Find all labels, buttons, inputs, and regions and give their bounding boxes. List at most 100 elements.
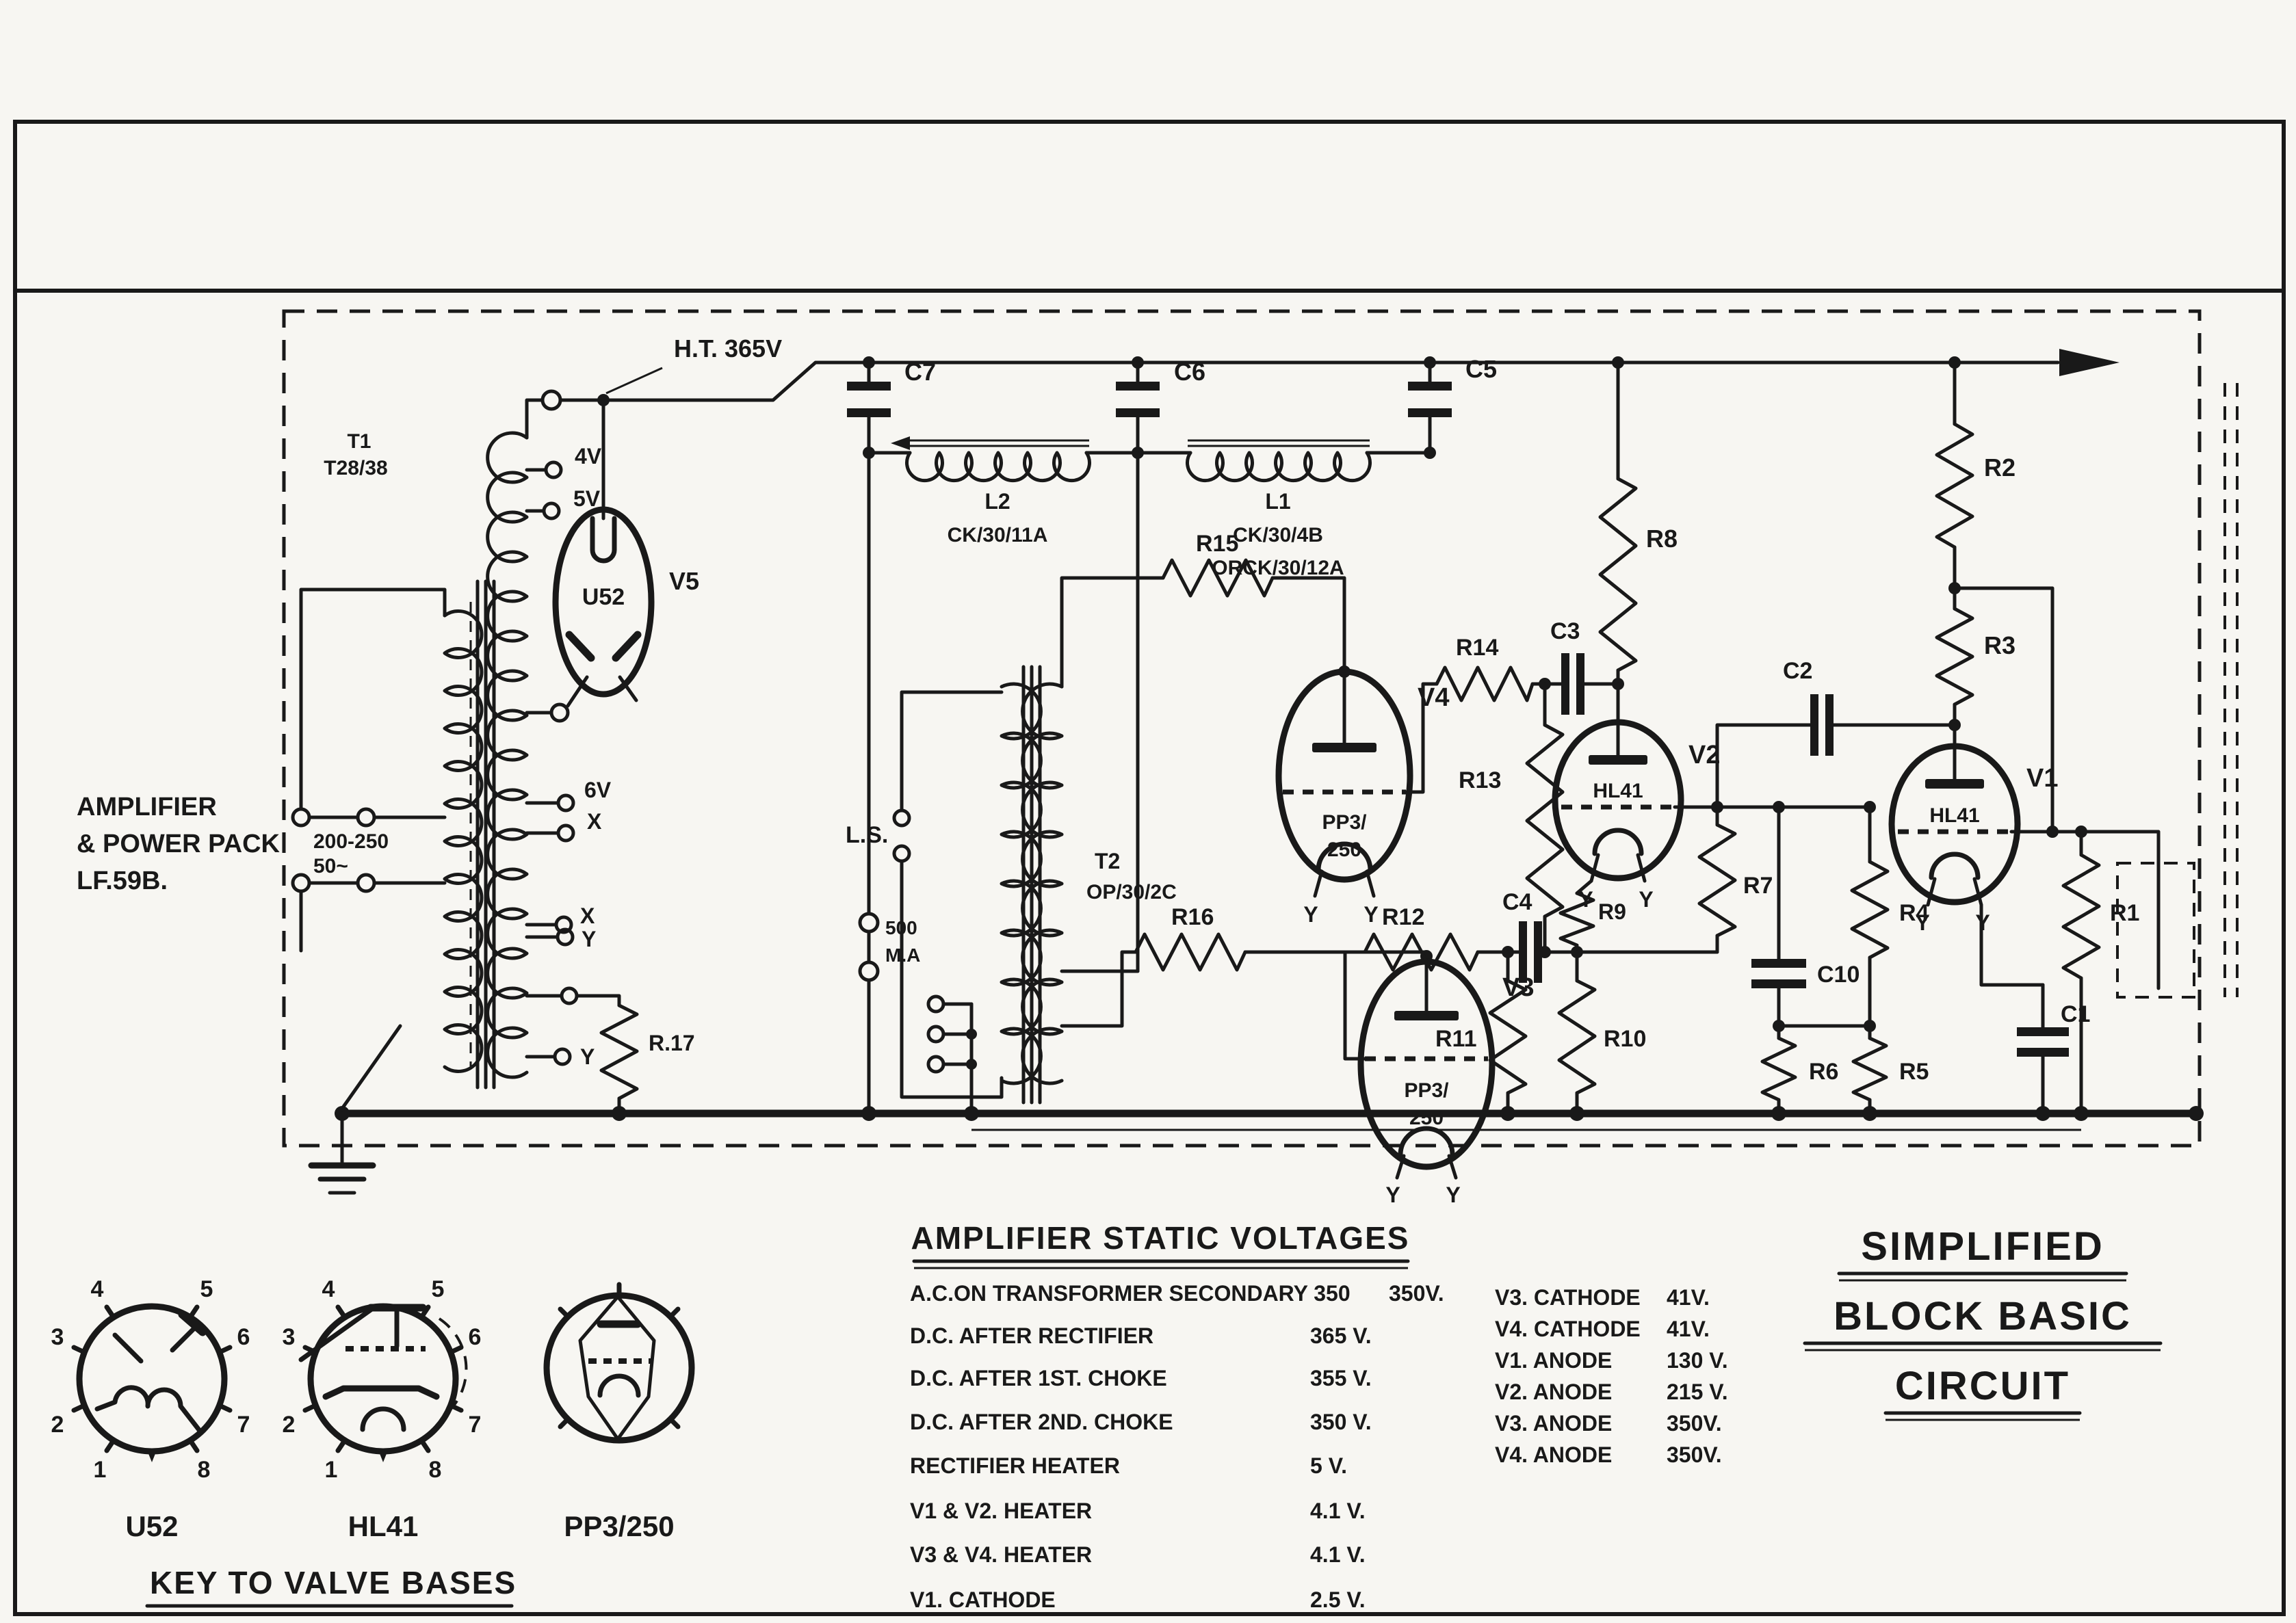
tap-x-upper-label: X: [587, 809, 602, 834]
valve-base-key: 4 5 3 6 2 7 1 8 U52 4 5 3 6 2: [51, 1276, 695, 1608]
voltage-row-label: RECTIFIER HEATER: [910, 1453, 1120, 1478]
u52-pin-2: 2: [51, 1412, 64, 1438]
mains-selector-2: [356, 873, 376, 893]
voltage-row-label: D.C. AFTER RECTIFIER: [910, 1323, 1153, 1348]
l1-type-alt-label: ORCK/30/12A: [1212, 557, 1344, 579]
v4-heater-leg-left: [1313, 869, 1324, 898]
v3-type-line1: PP3/: [1404, 1079, 1449, 1102]
r17-resistor: [599, 1003, 639, 1100]
ls-wire-bottom: [900, 859, 1004, 1099]
voltage-row-value: 4.1 V.: [1310, 1499, 1366, 1523]
mid-node-network: R12 C4 R9 R10 R11 R7: [1363, 805, 1773, 1116]
junction-dot: [2074, 1106, 2089, 1121]
r4-label: R4: [1899, 900, 1929, 926]
t2-tap-terminal-1: [926, 994, 945, 1014]
hl41-base-electrodes: [298, 1304, 468, 1432]
hl41-pin-4: 4: [322, 1276, 335, 1302]
junction-dot: [966, 1029, 977, 1040]
voltage-row2-value: 350V.: [1667, 1442, 1722, 1467]
v5-anode-bar-right: [612, 631, 642, 662]
pp3-base-electrodes: [578, 1295, 656, 1441]
v5-envelope: [552, 506, 655, 698]
v5-anode-bar-left: [565, 631, 595, 662]
ht-terminal: [540, 389, 562, 411]
transformer-t2: T2 OP/30/2C L.S.: [846, 451, 1177, 1116]
junction-dot: [1424, 447, 1436, 459]
ht-label-leader: [605, 367, 663, 395]
c2-label: C2: [1783, 658, 1812, 684]
hl41-pin-7: 7: [469, 1412, 482, 1438]
junction-dot: [612, 1106, 627, 1121]
v1-anode-column: R2 R3: [1935, 360, 2054, 834]
pp3-base-label: PP3/250: [564, 1510, 674, 1542]
tap-4v-label: 4V: [575, 444, 602, 469]
tap-y-upper-terminal: [556, 927, 575, 947]
fuse-cap-bottom: [858, 960, 880, 982]
voltage-row-value: 350V.: [1389, 1281, 1444, 1306]
v5-cathode-leg: [618, 675, 638, 702]
voltage-row2-label: V3. CATHODE: [1495, 1285, 1641, 1310]
l1-ref-label: L1: [1265, 489, 1290, 514]
hl41-pin-3: 3: [283, 1324, 296, 1350]
hl41-pin-5: 5: [432, 1276, 445, 1302]
r8-resistor: [1598, 477, 1638, 672]
v3-anode-exit-wire: [1343, 950, 1367, 1061]
junction-dot: [2189, 1106, 2204, 1121]
r8-label: R8: [1646, 525, 1678, 553]
r11-label: R11: [1435, 1026, 1477, 1052]
screened-input-dashed-box: [2116, 862, 2195, 999]
v2-type-label: HL41: [1593, 780, 1643, 802]
voltage-row2-value: 350V.: [1667, 1411, 1722, 1436]
r9-resistor: [1558, 891, 1595, 947]
r2-resistor: [1935, 422, 1974, 549]
voltage-row-value: 350 V.: [1310, 1410, 1372, 1434]
t2-tap-terminal-2: [926, 1025, 945, 1044]
ht-voltage-label: H.T. 365V: [674, 334, 782, 362]
r5-resistor: [1851, 1036, 1888, 1102]
tap-x-lower-label: X: [580, 903, 595, 928]
ls-terminal-bottom: [892, 844, 911, 863]
title-line3: CIRCUIT: [1895, 1364, 2070, 1408]
voltage-row-value: 4.1 V.: [1310, 1542, 1366, 1567]
r4-resistor: [1850, 860, 1890, 960]
voltage-table: AMPLIFIER STATIC VOLTAGES A.C.ON TRANSFO…: [910, 1220, 1728, 1612]
t1-primary-left-wire: [299, 588, 447, 811]
v1-cathode-wire: [1979, 903, 2045, 987]
cathode-network: R4 R5 C10 R6 R1 C1: [1751, 805, 2161, 1116]
l2-type-label: CK/30/11A: [948, 524, 1048, 546]
c3-label: C3: [1550, 618, 1580, 644]
valve-key-caption: KEY TO VALVE BASES: [150, 1565, 517, 1600]
v5-cathode-exit: [566, 675, 589, 708]
c10-label: C10: [1817, 962, 1860, 988]
tap-y-upper-label: Y: [582, 927, 596, 951]
r7-resistor: [1697, 823, 1737, 938]
mains-frequency-label: 50~: [313, 855, 348, 878]
title-line1: SIMPLIFIED: [1861, 1224, 2104, 1269]
t1-primary-coil: [443, 609, 484, 1073]
u52-spigot: [146, 1449, 157, 1462]
voltage-row2-label: V3. ANODE: [1495, 1411, 1612, 1436]
v1-cathode-dome: [1929, 852, 1981, 880]
u52-base-electrodes: [94, 1310, 207, 1434]
ht-rail-arrow: [2059, 349, 2119, 376]
l2-choke-coil: [905, 451, 1091, 483]
v5-type-label: U52: [582, 584, 625, 610]
v2-cathode-to-r9: [1575, 879, 1593, 895]
junction-dot: [1771, 1106, 1786, 1121]
transformer-t1: T1 T28/38 200-250 50~: [291, 430, 529, 1109]
hl41-pin-1: 1: [325, 1457, 338, 1483]
hl41-pin-ticks: [302, 1304, 464, 1453]
v1-type-label: HL41: [1929, 804, 1979, 827]
v3-plate-bar: [1394, 1011, 1459, 1020]
u52-base-label: U52: [125, 1510, 178, 1542]
v1-plate-bar: [1925, 779, 1984, 789]
r3-resistor: [1935, 607, 1974, 707]
u52-pin-7: 7: [237, 1412, 250, 1438]
v1-heater-pin-left: Y: [1915, 910, 1929, 935]
v4-envelope: [1275, 668, 1413, 883]
voltage-row-value: 2.5 V.: [1310, 1587, 1366, 1612]
c6-plate-top: [1116, 382, 1160, 391]
valve-v1: HL41 Y Y V1: [1888, 723, 2087, 987]
c1-label: C1: [2061, 1001, 2090, 1027]
